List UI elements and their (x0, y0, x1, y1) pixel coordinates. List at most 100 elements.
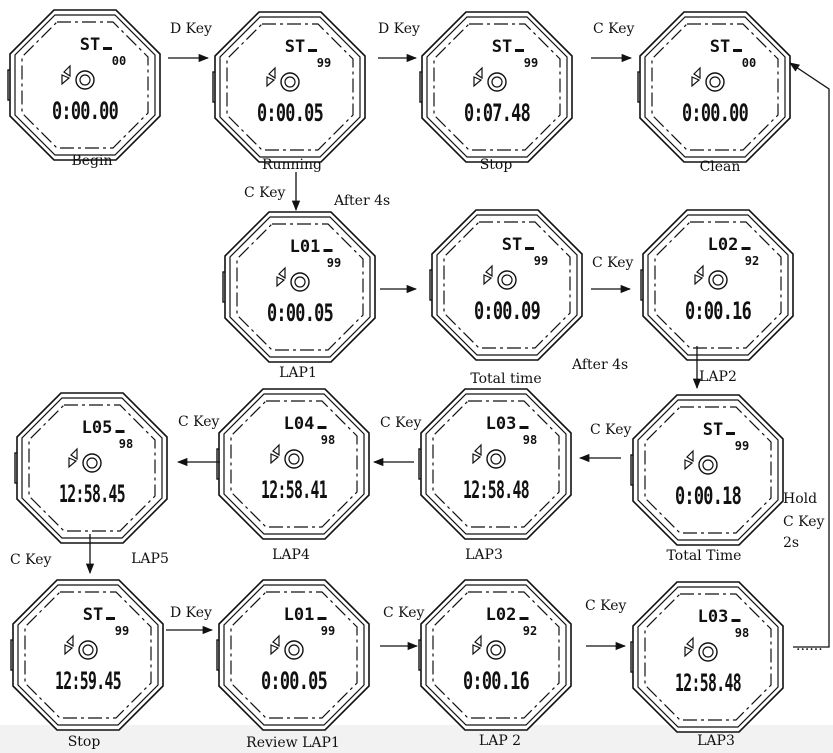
watch-caption: LAP3 (697, 733, 735, 749)
transition-label: C Key (178, 414, 220, 430)
lower-indicator-icon (64, 644, 74, 656)
hold-label-line: C Key (783, 514, 825, 530)
continuation-dots: ...... (796, 638, 823, 654)
time-display: 0:00.16 (463, 667, 529, 695)
lower-indicator-icon (691, 76, 701, 88)
watch-case-bezel (637, 399, 779, 541)
watch-caption: Review LAP1 (246, 735, 340, 751)
mode-label: L01 (290, 237, 321, 257)
center-dot-icon (490, 453, 502, 465)
watch-case-bezel (436, 214, 578, 356)
time-display: 12:59.45 (55, 667, 121, 695)
small-digits: 98 (321, 433, 335, 447)
lower-indicator-icon (684, 646, 694, 658)
watch-case-bezel (229, 216, 371, 358)
mode-dash (515, 49, 524, 52)
lower-indicator-icon (483, 274, 493, 286)
watch-dial-dashed (28, 404, 156, 532)
lower-indicator-icon (61, 74, 71, 86)
mode-dash (317, 426, 327, 429)
time-display: 0:00.05 (261, 667, 327, 695)
upper-indicator-icon (686, 636, 694, 650)
lower-indicator-icon (270, 644, 280, 656)
watch-dial-dashed (654, 221, 782, 349)
mode-label: ST (80, 35, 100, 55)
watch-case-bezel (644, 16, 786, 158)
time-display: 0:00.16 (685, 297, 751, 325)
mode-label: L01 (284, 605, 315, 625)
watch-case-bezel (219, 16, 361, 158)
watch-dial-dashed (230, 400, 358, 528)
watch-caption: Stop (68, 734, 101, 750)
mode-dash (103, 47, 112, 50)
mode-label: L02 (486, 605, 517, 625)
watch-dial-dashed (226, 23, 354, 151)
small-digits: 99 (735, 439, 749, 453)
time-display: 12:58.48 (463, 476, 529, 504)
upper-indicator-icon (686, 449, 694, 463)
transition-label: D Key (170, 605, 212, 621)
mode-dash (115, 430, 125, 433)
mode-label: L03 (698, 607, 729, 627)
mode-dash (317, 617, 327, 620)
lower-indicator-icon (684, 459, 694, 471)
watch-case-bezel (21, 397, 163, 539)
watch-face: L01 99 0:00.05 (216, 579, 370, 731)
lower-indicator-icon (266, 76, 276, 88)
center-dot-icon (284, 76, 296, 88)
mode-label: ST (492, 37, 512, 57)
transition-label: C Key (593, 21, 635, 37)
hold-return-arrow (789, 62, 830, 648)
small-digits: 99 (524, 56, 538, 70)
watch-caption: Total Time (667, 548, 742, 564)
transition-label: C Key (380, 415, 422, 431)
small-digits: 92 (523, 624, 537, 638)
watch-caption: LAP2 (699, 369, 737, 385)
upper-indicator-icon (272, 443, 280, 457)
upper-indicator-icon (272, 634, 280, 648)
mode-label: L03 (486, 414, 517, 434)
transition-label: After 4s (571, 357, 628, 373)
lower-indicator-icon (473, 76, 483, 88)
small-digits: 99 (327, 256, 341, 270)
transition-label: C Key (590, 422, 632, 438)
small-digits: 99 (317, 56, 331, 70)
small-digits: 99 (321, 624, 335, 638)
transition-label: C Key (10, 552, 52, 568)
center-dot-icon (288, 644, 300, 656)
upper-indicator-icon (66, 634, 74, 648)
upper-indicator-icon (474, 443, 482, 457)
watch-dial-dashed (433, 23, 561, 151)
mode-label: ST (83, 605, 103, 625)
watch-dial-dashed (432, 591, 560, 719)
center-dot-icon (702, 646, 714, 658)
time-display: 12:58.45 (59, 480, 125, 508)
lower-indicator-icon (472, 453, 482, 465)
small-digits: 00 (112, 54, 126, 68)
watch-dial-dashed (21, 21, 149, 149)
transition-label: C Key (585, 598, 627, 614)
time-display: 0:00.00 (682, 99, 748, 127)
small-digits: 99 (115, 624, 129, 638)
watch-case-bezel (647, 214, 789, 356)
watch-dial-dashed (236, 223, 364, 351)
transition-label: After 4s (333, 193, 390, 209)
watch-caption: LAP1 (279, 365, 317, 381)
center-dot-icon (86, 457, 98, 469)
watch-dial-dashed (24, 591, 152, 719)
watch-case-bezel (17, 584, 159, 726)
time-display: 0:00.18 (675, 482, 741, 510)
mode-dash (733, 49, 742, 52)
mode-dash (741, 247, 751, 250)
watch-case-bezel (637, 586, 779, 728)
center-dot-icon (82, 644, 94, 656)
lower-indicator-icon (694, 274, 704, 286)
